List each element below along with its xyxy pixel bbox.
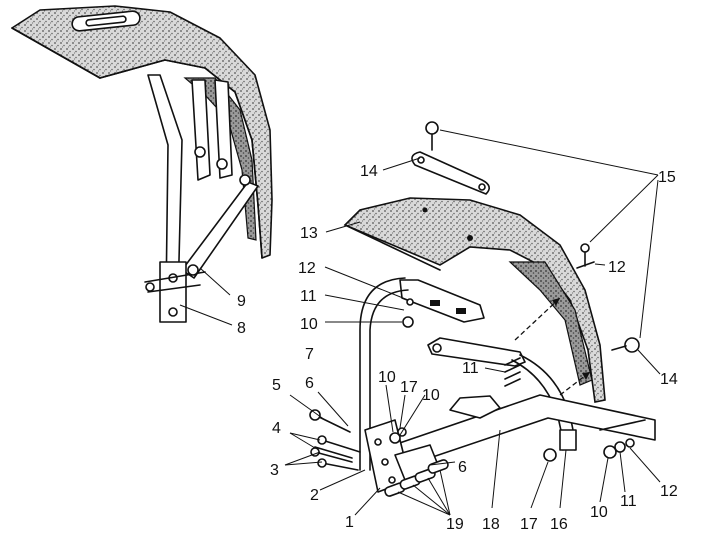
callout-15: 15 [658,169,676,186]
callout-11-mid: 11 [462,360,479,377]
callout-10-mid: 10 [378,369,396,386]
exploded-fender [309,121,656,497]
lower-clamp [159,261,187,323]
callout-3: 3 [270,462,279,479]
callout-5: 5 [272,377,281,394]
callouts: 9 8 14 15 13 12 12 11 10 7 11 14 5 6 10 … [237,163,678,533]
link-plate-top [411,151,490,195]
callout-10-low: 10 [422,387,440,404]
callout-14: 14 [360,163,378,180]
callout-11-right: 11 [620,493,637,510]
assembled-fender [11,5,273,323]
callout-17: 17 [400,379,418,396]
right-fender-shell [343,197,606,403]
callout-9: 9 [237,293,246,310]
mid-bracket [427,337,526,367]
u-bar [359,277,409,471]
leader-lines [179,129,661,516]
callout-6: 6 [305,375,314,392]
callout-6-right: 6 [458,459,467,476]
callout-12: 12 [298,260,316,277]
callout-8: 8 [237,320,246,337]
callout-14-right: 14 [660,371,678,388]
callout-7: 7 [305,346,314,363]
callout-10-right: 10 [590,504,608,521]
callout-1: 1 [345,514,354,531]
callout-12-right: 12 [608,259,626,276]
callout-2: 2 [310,487,319,504]
callout-11: 11 [300,288,317,305]
callout-12-low: 12 [660,483,678,500]
right-fender-inner [508,261,593,386]
callout-17-low: 17 [520,516,538,533]
callout-16: 16 [550,516,568,533]
callout-13: 13 [300,225,318,242]
diagonal-brace [181,181,259,279]
callout-4: 4 [272,420,281,437]
callout-19: 19 [446,516,464,533]
callout-10: 10 [300,316,318,333]
callout-18: 18 [482,516,500,533]
